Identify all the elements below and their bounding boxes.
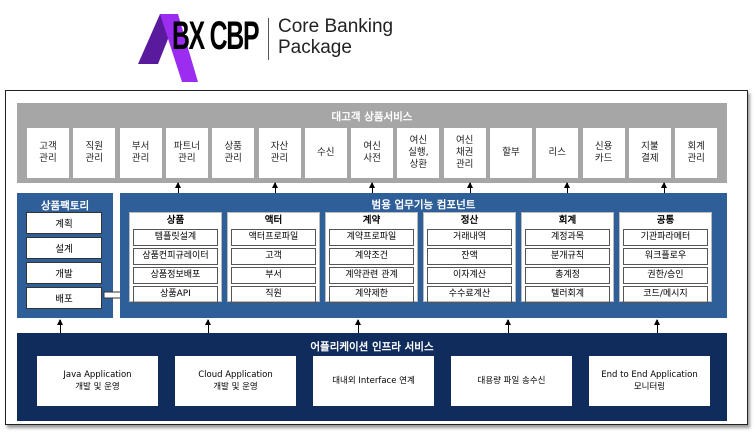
- service-item: 고객 관리: [27, 128, 69, 178]
- component-item: 계정과목: [525, 229, 610, 246]
- component-group-title: 액터: [264, 215, 283, 226]
- component-item: 기관파라메터: [623, 229, 708, 246]
- infra-item: Java Application 개발 및 운영: [37, 356, 158, 406]
- tagline-line2: Package: [278, 37, 352, 58]
- up-arrow-icon: [57, 319, 63, 333]
- component-item: 총계정: [525, 267, 610, 284]
- service-item: 파트너 관리: [165, 128, 208, 178]
- service-item: 신용 카드: [582, 128, 625, 178]
- up-arrow-icon: [369, 182, 375, 193]
- tagline: Core Banking Package: [278, 16, 393, 58]
- product-factory-item: 설계: [26, 237, 102, 259]
- up-arrow-icon: [355, 319, 361, 333]
- component-item: 권한/승인: [623, 267, 708, 284]
- infra-item: End to End Application 모니터링: [589, 356, 710, 406]
- component-item: 액터프로파일: [231, 229, 316, 246]
- component-item: 코드/메시지: [623, 286, 708, 303]
- service-item: 할부: [490, 128, 532, 178]
- component-item: 계약관련 관계: [329, 267, 414, 284]
- service-item: 여신 채권 관리: [443, 128, 486, 178]
- component-item: 고객: [231, 248, 316, 265]
- component-item: 계약조건: [329, 248, 414, 265]
- service-item: 여신 사전: [351, 128, 394, 178]
- brand-logo-text: BX CBP: [172, 14, 260, 58]
- up-arrow-icon: [661, 182, 667, 193]
- component-item: 거래내역: [427, 229, 512, 246]
- customer-services-title: 대고객 상품서비스: [331, 111, 413, 123]
- component-item: 수수료계산: [427, 286, 512, 303]
- component-group-title: 공통: [656, 215, 675, 226]
- service-item: 여신 실행, 상환: [397, 128, 440, 178]
- component-item: 분개규칙: [525, 248, 610, 265]
- component-item: 계약제한: [329, 286, 414, 303]
- component-item: 워크플로우: [623, 248, 708, 265]
- up-arrow-icon: [505, 319, 511, 333]
- general-components-title: 범용 업무기능 컴포넌트: [371, 199, 476, 211]
- service-item: 리스: [536, 128, 579, 178]
- up-arrow-icon: [175, 182, 181, 193]
- up-arrow-icon: [205, 319, 211, 333]
- component-item: 잔액: [427, 248, 512, 265]
- component-item: 상품컨피규레이터: [133, 248, 218, 265]
- component-item: 템플릿설계: [133, 229, 218, 246]
- up-arrow-icon: [467, 182, 473, 193]
- component-group-title: 상품: [166, 215, 185, 226]
- component-group-title: 계약: [362, 215, 381, 226]
- service-item: 지불 결제: [628, 128, 671, 178]
- product-factory-item: 개발: [26, 262, 102, 284]
- tagline-line1: Core Banking: [278, 16, 394, 37]
- product-factory-title: 상품팩토리: [40, 200, 90, 212]
- component-item: 직원: [231, 286, 316, 303]
- infra-section: 어플리케이션 인프라 서비스 Java Application 개발 및 운영 C…: [17, 333, 727, 421]
- infra-item: 대용량 파일 송수신: [451, 356, 572, 406]
- component-item: 텔러회계: [525, 286, 610, 303]
- component-item: 상품정보배포: [133, 267, 218, 284]
- infra-title: 어플리케이션 인프라 서비스: [310, 341, 434, 353]
- component-group-title: 정산: [460, 215, 479, 226]
- logo-icon: [138, 14, 198, 82]
- service-item: 자산 관리: [258, 128, 301, 178]
- component-item: 부서: [231, 267, 316, 284]
- infra-item: 대내외 Interface 연계: [313, 356, 434, 406]
- component-item: 계약프로파일: [329, 229, 414, 246]
- service-item: 상품 관리: [212, 128, 255, 178]
- component-item: 상품API: [133, 286, 218, 303]
- up-arrow-icon: [272, 182, 278, 193]
- service-item: 회계 관리: [675, 128, 718, 178]
- up-arrow-icon: [564, 182, 570, 193]
- logo-divider: [268, 18, 269, 60]
- component-item: 이자계산: [427, 267, 512, 284]
- product-factory-item: 계획: [26, 212, 102, 234]
- component-group-title: 회계: [558, 215, 577, 226]
- infra-item: Cloud Application 개발 및 운영: [175, 356, 296, 406]
- up-arrow-icon: [654, 319, 660, 333]
- service-item: 수신: [304, 128, 347, 178]
- service-item: 직원 관리: [73, 128, 116, 178]
- product-factory-item: 배포: [26, 287, 102, 309]
- service-item: 부서 관리: [119, 128, 162, 178]
